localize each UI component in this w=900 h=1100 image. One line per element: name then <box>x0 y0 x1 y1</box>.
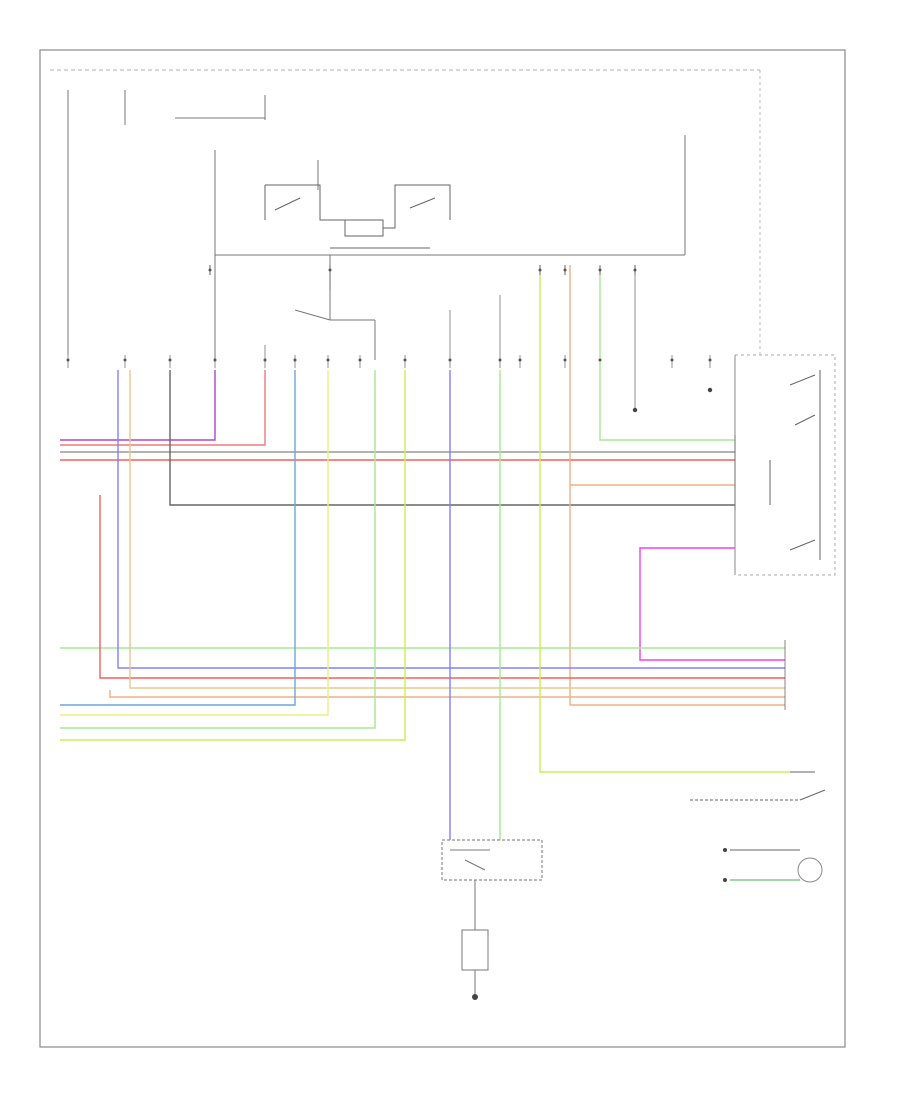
diagram-frame <box>39 49 846 1048</box>
wire-red-lower <box>99 495 785 679</box>
wire-magenta <box>639 547 785 661</box>
fuse-riser-group <box>67 90 686 360</box>
wire-orange-lower <box>109 690 785 698</box>
upper-connector-row <box>209 265 636 290</box>
wire-pink <box>60 370 266 446</box>
wire-tan-lower <box>129 370 785 689</box>
washer-pump-terminal-2 <box>723 878 727 882</box>
connector-pins <box>66 268 712 362</box>
relay-coil <box>344 219 384 237</box>
washer-pump-body <box>441 839 543 881</box>
wire-yellowgreen-2 <box>60 370 406 741</box>
washer-switch <box>690 771 826 801</box>
wiper-switch <box>734 354 836 576</box>
wire-yellow-1 <box>60 370 329 716</box>
wire-yellowgreen-long <box>539 275 790 773</box>
upper-harness <box>60 275 735 506</box>
ground <box>472 994 478 1000</box>
lower-harness <box>60 370 785 741</box>
right-harness-terminals <box>734 435 786 710</box>
wire-green-2 <box>60 370 376 729</box>
wire-black-1 <box>169 370 735 506</box>
washer-motor <box>730 849 823 883</box>
wire-violet <box>60 370 216 441</box>
wire-violet-lower <box>117 370 785 669</box>
ground-symbol-top <box>632 387 713 413</box>
washer-pump-terminal-1 <box>723 848 727 852</box>
lower-connector-row <box>67 275 711 410</box>
washer-feed <box>449 275 790 840</box>
wire-steelblue <box>60 370 296 706</box>
relay-module <box>264 184 451 249</box>
washer-pump <box>441 839 543 995</box>
wire-green-top <box>599 275 735 441</box>
wire-orange-2 <box>569 265 785 706</box>
